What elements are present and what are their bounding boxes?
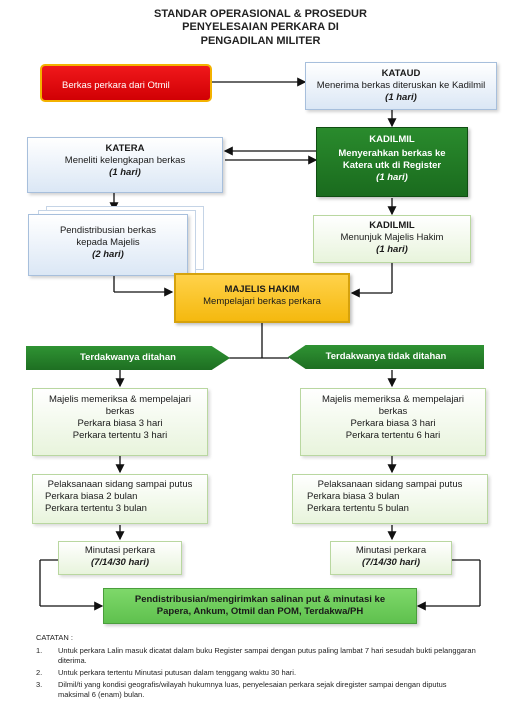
note-item: 2. Untuk perkara tertentu Minutasi putus…: [36, 668, 476, 678]
notes-section: CATATAN : 1. Untuk perkara Lalin masuk d…: [36, 633, 476, 700]
note-3-num: 3.: [36, 680, 43, 689]
node-kataud: KATAUD Menerima berkas diteruskan ke Kad…: [305, 62, 497, 110]
katera-head: KATERA: [105, 143, 145, 154]
kadilmil2-text: Menunjuk Majelis Hakim: [340, 232, 444, 243]
distribusi-text1: Pendistribusian berkas: [59, 225, 157, 236]
title-line-1: STANDAR OPERASIONAL & PROSEDUR: [154, 8, 367, 20]
banner-tidak-ditahan: Terdakwanya tidak ditahan: [288, 345, 484, 369]
left-trial-box: Pelaksanaan sidang sampai putus Perkara …: [32, 474, 208, 524]
kadilmil2-head: KADILMIL: [369, 220, 415, 231]
right-study-text1: Majelis memeriksa & mempelajari: [321, 394, 464, 405]
left-trial-line1: Perkara biasa 2 bulan: [45, 491, 138, 502]
left-minutasi-box: Minutasi perkara (7/14/30 hari): [58, 541, 182, 575]
kadilmil1-text2: Katera utk di Register: [342, 160, 442, 171]
note-1-num: 1.: [36, 646, 43, 655]
left-study-box: Majelis memeriksa & mempelajari berkas P…: [32, 388, 208, 456]
kadilmil1-time: (1 hari): [376, 172, 408, 183]
note-item: 1. Untuk perkara Lalin masuk dicatat dal…: [36, 646, 476, 666]
note-2-text: Untuk perkara tertentu Minutasi putusan …: [58, 668, 297, 677]
right-trial-line1: Perkara biasa 3 bulan: [307, 491, 400, 502]
kataud-text: Menerima berkas diteruskan ke Kadilmil: [316, 80, 486, 91]
note-1-text: Untuk perkara Lalin masuk dicatat dalam …: [58, 646, 476, 665]
left-study-line1: Perkara biasa 3 hari: [77, 418, 163, 429]
node-berkas-otmil: Berkas perkara dari Otmil: [40, 64, 212, 102]
note-item: 3. Dilmil/ti yang kondisi geografis/wila…: [36, 680, 476, 700]
node-katera: KATERA Meneliti kelengkapan berkas (1 ha…: [27, 137, 223, 193]
majelis-head: MAJELIS HAKIM: [224, 284, 300, 295]
kataud-head: KATAUD: [381, 68, 421, 79]
right-study-line1: Perkara biasa 3 hari: [350, 418, 436, 429]
right-minutasi-text: Minutasi perkara: [355, 545, 427, 556]
banner-ditahan: Terdakwanya ditahan: [26, 346, 230, 370]
node-kadilmil-majelis: KADILMIL Menunjuk Majelis Hakim (1 hari): [313, 215, 471, 263]
majelis-text: Mempelajari berkas perkara: [203, 296, 321, 307]
node-majelis-hakim: MAJELIS HAKIM Mempelajari berkas perkara: [174, 273, 350, 323]
right-minutasi-box: Minutasi perkara (7/14/30 hari): [330, 541, 452, 575]
kadilmil1-head: KADILMIL: [369, 134, 415, 145]
distribusi-text2: kepada Majelis: [76, 237, 140, 248]
left-study-text2: berkas: [105, 406, 135, 417]
left-study-line2: Perkara tertentu 3 hari: [72, 430, 168, 441]
node-kadilmil-register: KADILMIL Menyerahkan berkas ke Katera ut…: [316, 127, 468, 197]
katera-time: (1 hari): [109, 167, 141, 178]
left-minutasi-text: Minutasi perkara: [84, 545, 156, 556]
right-study-line2: Perkara tertentu 6 hari: [345, 430, 441, 441]
final-line2: Papera, Ankum, Otmil dan POM, Terdakwa/P…: [156, 606, 364, 617]
note-2-num: 2.: [36, 668, 43, 677]
kadilmil1-text1: Menyerahkan berkas ke: [338, 148, 446, 159]
right-trial-text: Pelaksanaan sidang sampai putus: [317, 479, 463, 490]
note-3-text: Dilmil/ti yang kondisi geografis/wilayah…: [58, 680, 447, 699]
katera-text: Meneliti kelengkapan berkas: [64, 155, 186, 166]
notes-heading: CATATAN :: [36, 633, 73, 642]
node-final-distribution: Pendistribusian/mengirimkan salinan put …: [103, 588, 417, 624]
left-minutasi-time: (7/14/30 hari): [90, 557, 150, 568]
kadilmil2-time: (1 hari): [376, 244, 408, 255]
right-study-text2: berkas: [378, 406, 408, 417]
kataud-time: (1 hari): [385, 92, 417, 103]
left-study-text1: Majelis memeriksa & mempelajari: [48, 394, 191, 405]
berkas-text: Berkas perkara dari Otmil: [62, 80, 170, 91]
distribusi-time: (2 hari): [92, 249, 124, 260]
left-trial-text: Pelaksanaan sidang sampai putus: [47, 479, 193, 490]
title-line-2: PENYELESAIAN PERKARA DI: [182, 21, 339, 33]
node-pendistribusian: Pendistribusian berkas kepada Majelis (2…: [28, 214, 188, 276]
right-minutasi-time: (7/14/30 hari): [361, 557, 421, 568]
left-trial-line2: Perkara tertentu 3 bulan: [45, 503, 147, 514]
right-study-box: Majelis memeriksa & mempelajari berkas P…: [300, 388, 486, 456]
final-line1: Pendistribusian/mengirimkan salinan put …: [134, 594, 386, 605]
right-trial-box: Pelaksanaan sidang sampai putus Perkara …: [292, 474, 488, 524]
right-trial-line2: Perkara tertentu 5 bulan: [307, 503, 409, 514]
title-line-3: PENGADILAN MILITER: [200, 35, 321, 47]
